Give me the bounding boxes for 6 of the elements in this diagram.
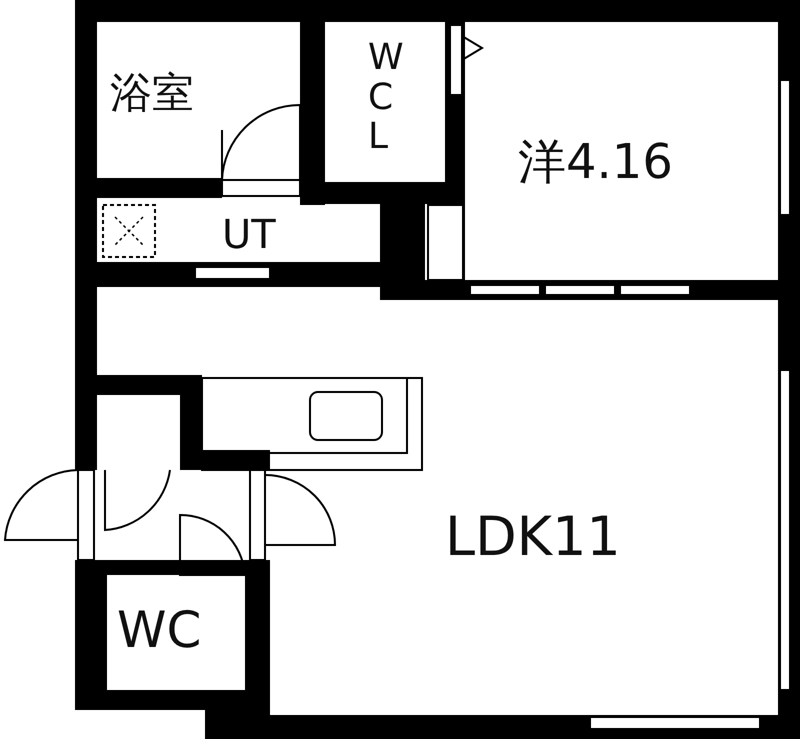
room-label: WC: [117, 605, 202, 655]
room-label: WCL: [368, 38, 405, 157]
room-label: UT: [222, 215, 276, 255]
room-label: LDK11: [445, 510, 621, 564]
room-label: 洋4.16: [518, 138, 673, 186]
room-label: 浴室: [110, 72, 194, 114]
